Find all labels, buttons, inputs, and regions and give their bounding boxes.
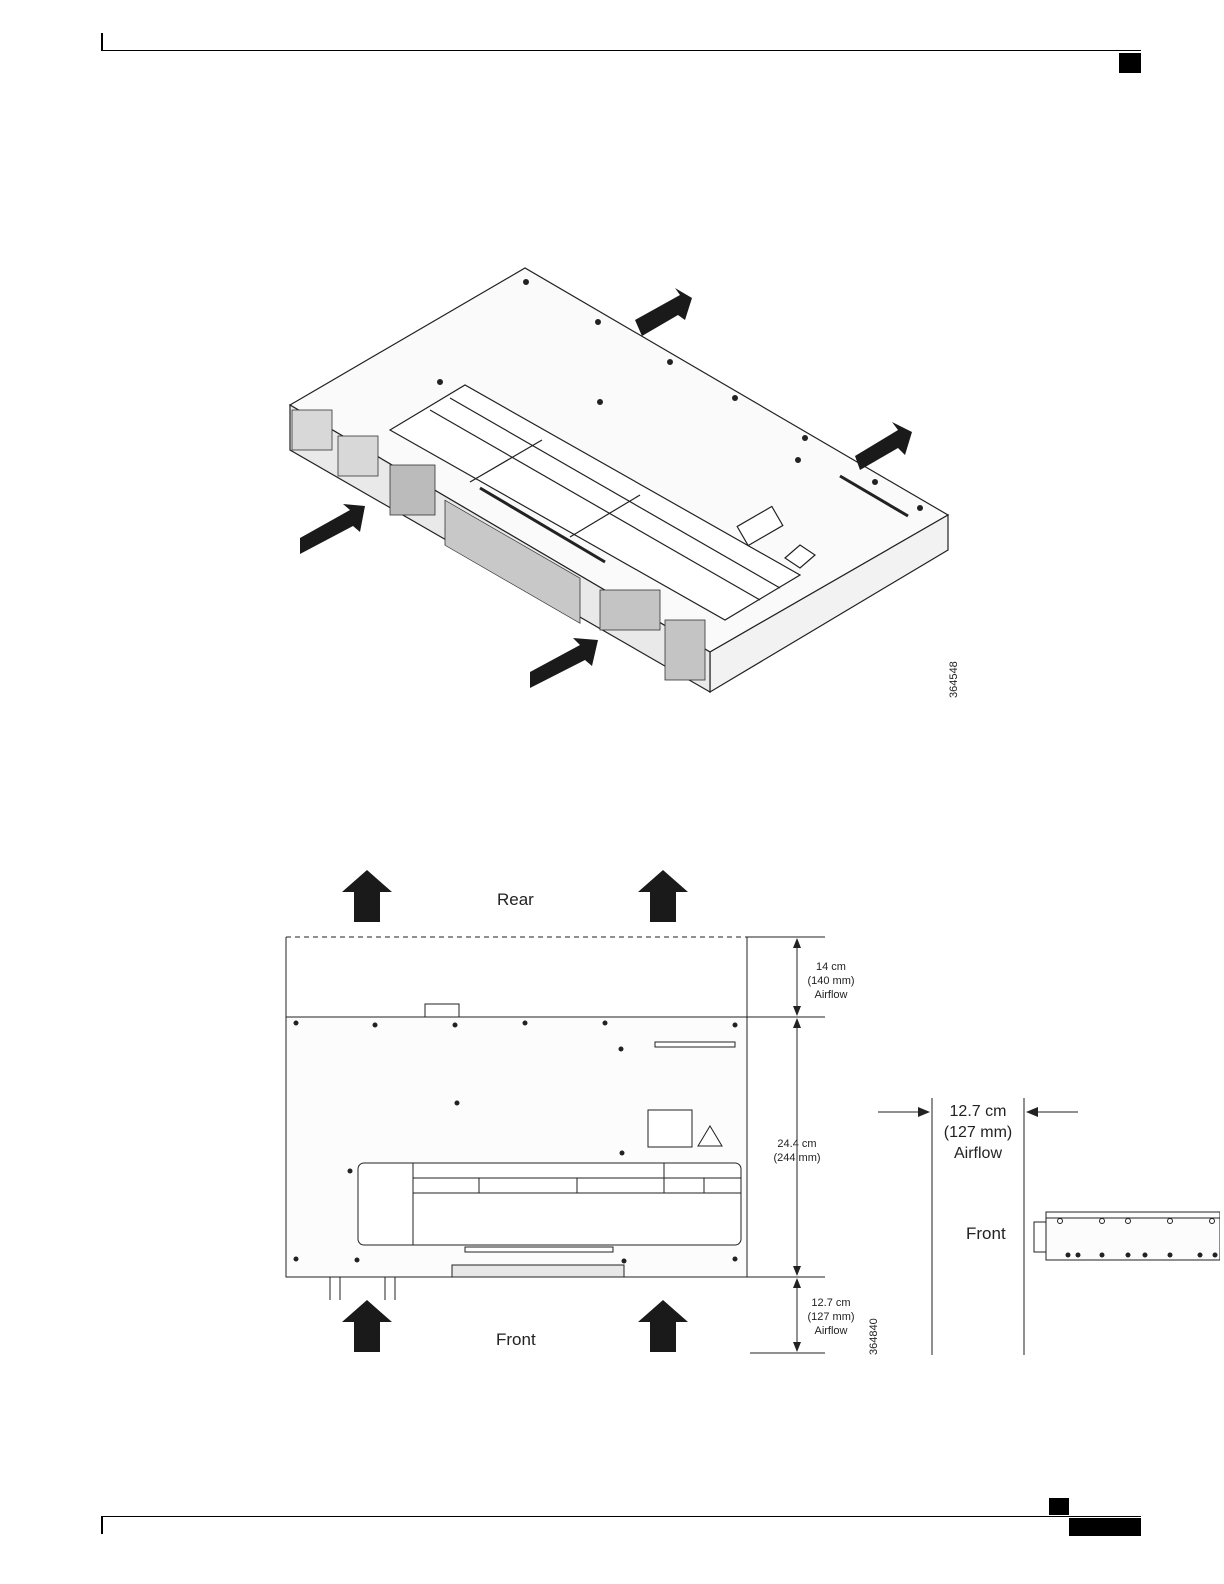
footer-page-tab bbox=[1069, 1518, 1141, 1536]
airflow-arrow-rear-top bbox=[635, 288, 692, 336]
dim-side-value-mm: (127 mm) bbox=[934, 1122, 1022, 1143]
dim-front-value-cm: 12.7 cm bbox=[800, 1296, 862, 1310]
side-clearance-figure bbox=[870, 1090, 1220, 1360]
dim-rear-value-mm: (140 mm) bbox=[800, 974, 862, 988]
dim-side-clearance: 12.7 cm (127 mm) Airflow bbox=[934, 1101, 1022, 1164]
dim-front-clearance: 12.7 cm (127 mm) Airflow bbox=[800, 1296, 862, 1338]
clearance-top-view-figure bbox=[280, 860, 840, 1360]
rear-airflow-arrow-left bbox=[342, 870, 392, 922]
front-airflow-arrow-left bbox=[342, 1300, 392, 1352]
dim-rear-clearance: 14 cm (140 mm) Airflow bbox=[800, 960, 862, 1002]
dim-depth: 24.4 cm (244 mm) bbox=[766, 1137, 828, 1165]
footer-page-marker-small bbox=[1049, 1498, 1069, 1515]
airflow-arrow-front-bottom bbox=[530, 638, 598, 688]
airflow-arrow-rear-right bbox=[855, 422, 912, 470]
footer-left-tick bbox=[101, 1517, 103, 1534]
dim-rear-caption: Airflow bbox=[800, 988, 862, 1002]
rear-airflow-arrow-right bbox=[638, 870, 688, 922]
front-airflow-arrow-right bbox=[638, 1300, 688, 1352]
chassis-side-view bbox=[1046, 1212, 1220, 1260]
dim-side-caption: Airflow bbox=[934, 1143, 1022, 1164]
footer-rule bbox=[101, 1516, 1141, 1517]
dim-depth-value-mm: (244 mm) bbox=[766, 1151, 828, 1165]
figure1-id: 364548 bbox=[948, 661, 960, 698]
header-page-marker bbox=[1119, 53, 1141, 73]
label-front-side: Front bbox=[966, 1224, 1006, 1244]
dim-depth-value-cm: 24.4 cm bbox=[766, 1137, 828, 1151]
dim-rear-value-cm: 14 cm bbox=[800, 960, 862, 974]
chassis-isometric-figure bbox=[280, 260, 980, 710]
header-rule bbox=[101, 50, 1141, 51]
label-rear: Rear bbox=[497, 890, 534, 910]
label-front-bottom: Front bbox=[496, 1330, 536, 1350]
dim-side-value-cm: 12.7 cm bbox=[934, 1101, 1022, 1122]
airflow-arrow-front-left bbox=[300, 504, 365, 554]
dim-front-caption: Airflow bbox=[800, 1324, 862, 1338]
header-left-tick bbox=[101, 33, 103, 51]
dim-front-value-mm: (127 mm) bbox=[800, 1310, 862, 1324]
